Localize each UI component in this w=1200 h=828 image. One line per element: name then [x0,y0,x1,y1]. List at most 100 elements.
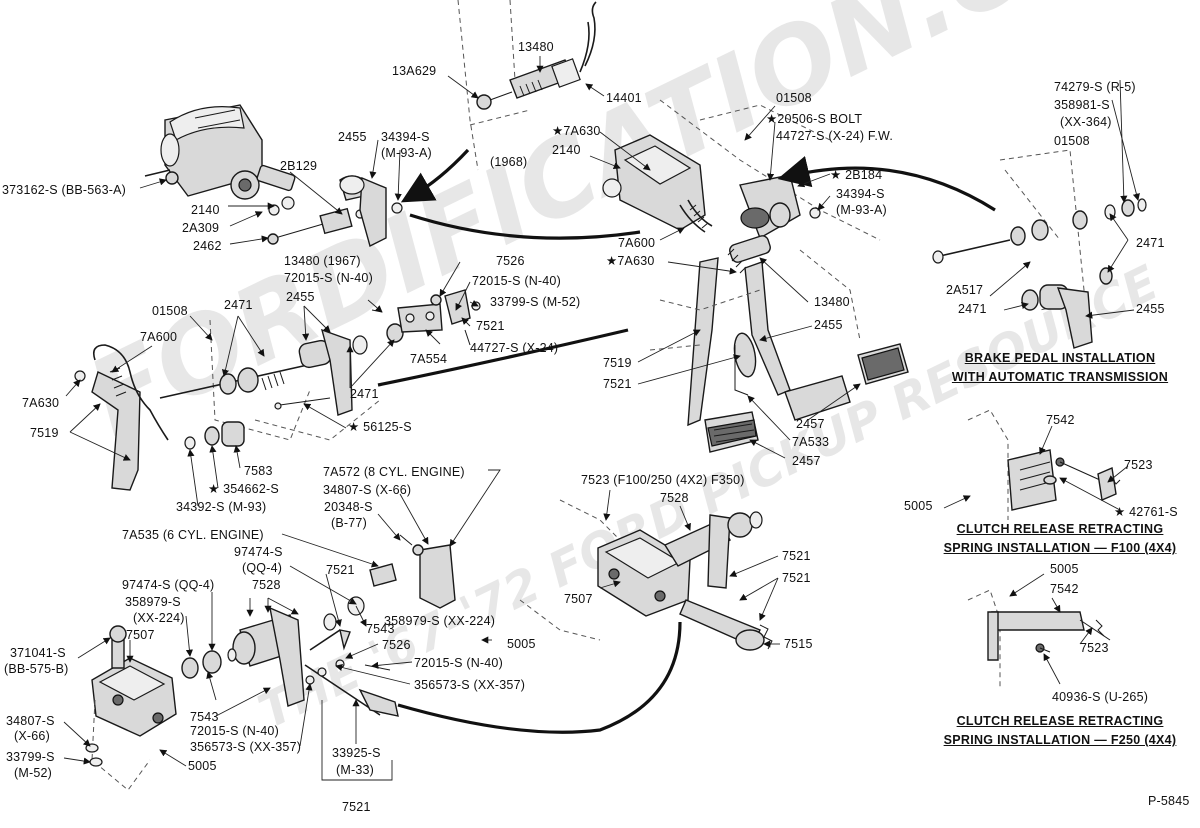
caption-f100-line2: SPRING INSTALLATION — F100 (4X4) [943,541,1177,555]
label-40936: 40936-S (U-265) [1052,690,1149,704]
label-72015-n40-top-left: 72015-S (N-40) [284,271,373,285]
label-371041-b: (BB-575-B) [4,662,69,676]
label-7543-b: 7543 [190,710,219,724]
caption-f250-line1: CLUTCH RELEASE RETRACTING [956,714,1164,728]
label-2457-a: 2457 [796,417,825,431]
label-7507-c: 7507 [126,628,155,642]
label-5005-bl: 5005 [188,759,217,773]
caption-f100-line1: CLUTCH RELEASE RETRACTING [956,522,1164,536]
label-14401: 14401 [606,91,642,105]
label-356573-b: 356573-S (XX-357) [190,740,302,754]
label-2a517: 2A517 [946,283,984,297]
label-7521-r2: 7521 [782,571,811,585]
label-356573-c: 356573-S (XX-357) [414,678,526,692]
caption-auto-line2: WITH AUTOMATIC TRANSMISSION [951,370,1169,384]
label-2b184: ★ 2B184 [830,168,883,182]
label-7523-b: 7523 [1080,641,1109,655]
clutch-rod-lower [304,534,424,717]
label-2140-top: 2140 [552,143,581,157]
label-7521-c: 7521 [326,563,355,577]
label-7583: 7583 [244,464,273,478]
label-358979-b: (XX-224) [133,611,185,625]
label-358981-b: (XX-364) [1060,115,1112,129]
label-7a535: 7A535 (6 CYL. ENGINE) [122,528,264,542]
label-56125: ★ 56125-S [348,420,412,434]
label-2471-r1: 2471 [1136,236,1165,250]
label-20348-a: 20348-S [324,500,373,514]
label-2b129: 2B129 [280,159,318,173]
clutch-pedal-left [74,344,169,491]
label-7a572: 7A572 (8 CYL. ENGINE) [323,465,465,479]
label-72015-n40-mid: 72015-S (N-40) [472,274,561,288]
label-33925-a: 33925-S [332,746,381,760]
label-7523-a: 7523 [1124,458,1153,472]
label-7526-mid: 7526 [496,254,525,268]
label-7523-top: 7523 (F100/250 (4X2) F350) [581,473,745,487]
label-7521-mid2: 7521 [476,319,505,333]
clutch-equalizer-shaft [181,544,456,707]
label-2455-left: 2455 [286,290,315,304]
label-7519-mid: 7519 [603,356,632,370]
label-371041-a: 371041-S [10,646,66,660]
label-7528-c: 7528 [252,578,281,592]
label-34394-right-b: (M-93-A) [836,203,887,217]
label-5005-c: 5005 [507,637,536,651]
assist-bracket-7a554 [371,289,481,346]
label-5005-b: 5005 [1050,562,1079,576]
label-7a600-mid: 7A600 [618,236,656,250]
label-358979-xx224: 358979-S (XX-224) [384,614,496,628]
label-34394-top-left-b: (M-93-A) [381,146,432,160]
label-7a630-top: ★7A630 [552,124,601,138]
brake-pedal-arm [733,261,909,421]
label-72015-n40-b: 72015-S (N-40) [190,724,279,738]
label-354662: ★ 354662-S [208,482,279,496]
label-2471-left: 2471 [224,298,253,312]
label-13a629: 13A629 [392,64,437,78]
label-7a630-mid: ★7A630 [606,254,655,268]
label-2455-mid: 2455 [814,318,843,332]
label-2457-b: 2457 [792,454,821,468]
label-2455-top-left: 2455 [338,130,367,144]
label-7543-c: 7543 [366,622,395,636]
caption-f250-line2: SPRING INSTALLATION — F250 (4X4) [943,733,1177,747]
label-13480-mid: 13480 [814,295,850,309]
label-358981-a: 358981-S [1054,98,1110,112]
label-42761: ★ 42761-S [1114,505,1178,519]
label-13480-top: 13480 [518,40,554,54]
equalizer-bracket-right [519,499,773,651]
clutch-shaft-assembly [159,319,404,441]
label-34807-bl-a: 34807-S [6,714,55,728]
label-34394-top-left-a: 34394-S [381,130,430,144]
label-01508-r: 01508 [1054,134,1090,148]
f100-spring-installation [967,409,1121,520]
label-7521-bottom: 7521 [342,800,371,814]
clutch-equalizer-bracket [85,625,177,791]
auto-brake-pedal-support [932,149,1147,349]
label-33799-m52-mid: 33799-S (M-52) [490,295,581,309]
label-1968: (1968) [490,155,528,169]
master-cylinder [144,104,296,216]
label-7a600-left: 7A600 [140,330,178,344]
label-2455-r: 2455 [1136,302,1165,316]
label-2471-r2: 2471 [958,302,987,316]
label-2a309: 2A309 [182,221,220,235]
label-7515: 7515 [784,637,813,651]
label-97474-b: (QQ-4) [242,561,283,575]
label-33799-bl-a: 33799-S [6,750,55,764]
label-20506-bolt: ★20506-S BOLT [766,112,863,126]
label-7521-r1: 7521 [782,549,811,563]
stop-light-switch [476,1,597,110]
label-72015-n40-c: 72015-S (N-40) [414,656,503,670]
flow-arrows [377,148,996,734]
label-7519-left: 7519 [30,426,59,440]
label-7507-r: 7507 [564,592,593,606]
label-7a630-left: 7A630 [22,396,60,410]
label-20348-b: (B-77) [331,516,367,530]
label-34392: 34392-S (M-93) [176,500,267,514]
label-44727-fw: 44727-S (X-24) F.W. [776,129,894,143]
push-rod-top-left [267,175,403,248]
label-33799-bl-b: (M-52) [14,766,53,780]
label-373162: 373162-S (BB-563-A) [2,183,127,197]
